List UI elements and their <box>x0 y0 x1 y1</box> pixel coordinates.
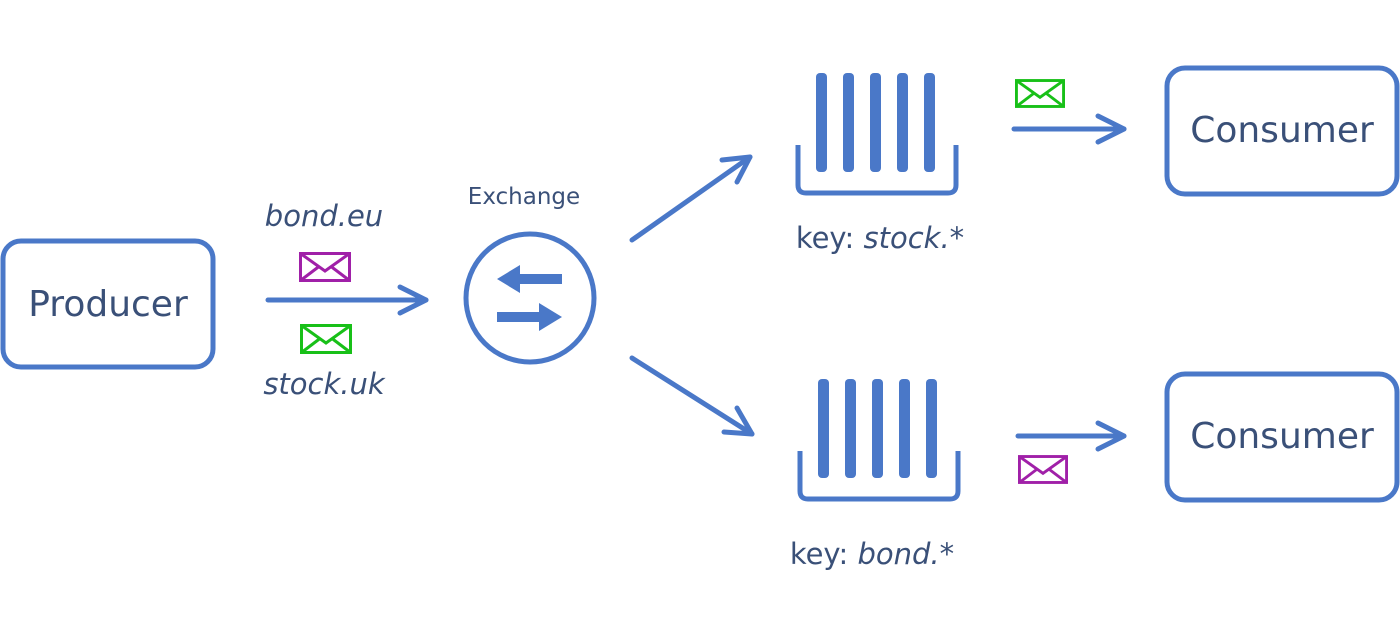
stock-queue: key: stock.* <box>795 73 964 255</box>
consumer-box-bottom <box>1164 371 1400 503</box>
exchange-to-bond-queue-arrow <box>629 355 755 437</box>
producer-label: Producer <box>28 284 188 325</box>
stock-queue-to-consumer-arrow <box>1011 113 1127 145</box>
exchange-node: Exchange <box>463 184 597 365</box>
exchange-to-stock-queue-arrow <box>629 154 753 243</box>
queue-icon <box>795 73 959 196</box>
bond-queue-binding-key: key: bond.* <box>790 537 954 571</box>
bond-queue-key-prefix: key: <box>790 537 858 571</box>
bond-queue-to-consumer-arrow <box>1015 420 1127 452</box>
bond-eu-routing-key: bond.eu <box>265 199 383 233</box>
stock-message-envelope-icon <box>300 324 352 354</box>
producer-box <box>0 238 216 370</box>
bond-delivery <box>1015 420 1127 484</box>
consumer-label-top: Consumer <box>1190 110 1374 151</box>
stock-queue-key-pattern: stock.* <box>863 221 964 255</box>
stock-delivered-envelope-icon <box>1015 79 1065 108</box>
bond-queue-key-pattern: bond.* <box>857 537 954 571</box>
stock-queue-key-prefix: key: <box>796 221 864 255</box>
producer-to-exchange-arrow <box>265 284 429 316</box>
bond-delivered-envelope-icon <box>1018 455 1068 484</box>
exchange-label: Exchange <box>468 184 580 210</box>
queue-icon <box>797 379 961 502</box>
exchange-arrows-icon <box>463 231 597 365</box>
consumer-label-bottom: Consumer <box>1190 416 1374 457</box>
stock-queue-binding-key: key: stock.* <box>796 221 964 255</box>
stock-uk-routing-key: stock.uk <box>263 367 386 401</box>
producer-node: Producer <box>0 238 216 370</box>
bond-message-envelope-icon <box>299 252 351 282</box>
consumer-box-top <box>1164 65 1400 197</box>
stock-delivery <box>1011 79 1127 145</box>
consumer-node-top: Consumer <box>1164 65 1400 197</box>
outgoing-messages: bond.eu stock.uk <box>263 199 386 401</box>
bond-queue: key: bond.* <box>790 379 961 571</box>
consumer-node-bottom: Consumer <box>1164 371 1400 503</box>
